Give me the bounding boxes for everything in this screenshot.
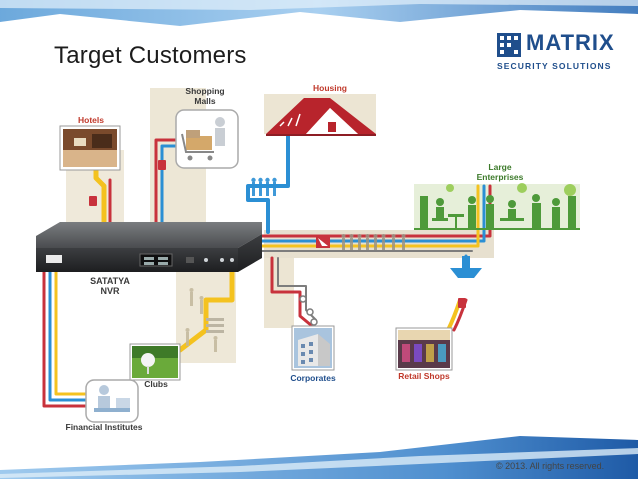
- label-large-enterprises: Large Enterprises: [476, 162, 524, 182]
- page-title: Target Customers: [54, 42, 247, 69]
- office-building-photo: [291, 325, 335, 371]
- copyright: © 2013. All rights reserved.: [496, 461, 605, 471]
- device-label: SATATYA NVR: [90, 276, 130, 296]
- label-housing: Housing: [313, 83, 347, 93]
- enterprise-trees: [446, 183, 576, 196]
- golf-ball-photo: [129, 343, 181, 381]
- office-workers-icon: [414, 194, 580, 230]
- matrix-grid-logo-icon: [497, 33, 521, 57]
- label-financial-institutes: Financial Institutes: [65, 422, 143, 432]
- house-roof-icon: [266, 98, 376, 136]
- label-retail-shops: Retail Shops: [398, 371, 450, 381]
- label-hotels: Hotels: [78, 115, 104, 125]
- people-silhouettes: [185, 177, 406, 352]
- logo-tagline: SECURITY SOLUTIONS: [497, 61, 612, 71]
- label-corporates: Corporates: [290, 373, 336, 383]
- shopping-cart-person-icon: [175, 109, 239, 169]
- hotel-lobby-photo: [59, 125, 121, 171]
- cable-decor: [89, 160, 482, 333]
- top-decor-band: [0, 0, 638, 26]
- logo-name: MATRIX: [526, 30, 615, 55]
- label-clubs: Clubs: [144, 379, 168, 389]
- nvr-device: [36, 222, 262, 272]
- retail-store-photo: [395, 327, 453, 371]
- label-shopping-malls: Shopping Malls: [185, 86, 225, 106]
- bank-teller-icon: [85, 379, 139, 423]
- bottom-decor-band: [0, 436, 638, 479]
- matrix-logo: [497, 30, 601, 74]
